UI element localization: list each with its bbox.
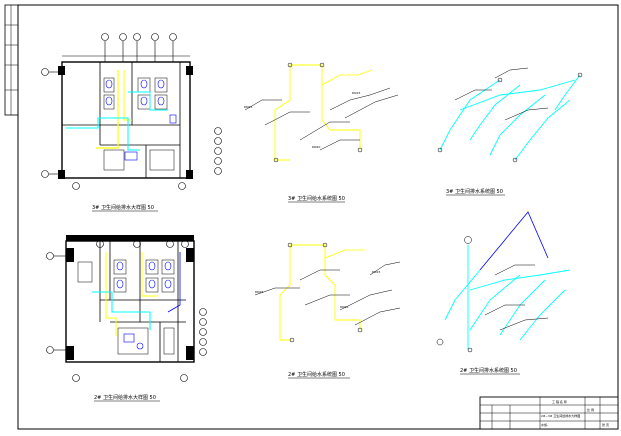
caption-axo-3-drain: 3# 卫生间排水系统图 50: [446, 188, 503, 195]
sheet-border: [17, 4, 619, 430]
svg-text:DN20: DN20: [340, 305, 348, 309]
caption-axo-2-supply: 2# 卫生间给水系统图 50: [288, 371, 345, 378]
svg-text:DN20: DN20: [312, 145, 320, 149]
caption-plan-3: 3# 卫生间给排水大样图 50: [92, 204, 154, 211]
title-block-page: 张 页: [602, 422, 609, 427]
title-block: 工 程 名 称 2#~3# 卫生间给排水大样图 比 例 水施- 张 页: [479, 396, 619, 430]
axo-supply-3: DN25 DN20 DN15 3# 卫生间给水系统图 50: [244, 62, 399, 203]
plan-3-toilet: 3# 卫生间给排水大样图 50: [41, 33, 222, 212]
svg-text:DN25: DN25: [255, 290, 263, 294]
caption-axo-3-supply: 3# 卫生间给水系统图 50: [288, 195, 345, 202]
title-block-header: 工 程 名 称: [552, 399, 567, 404]
caption-axo-2-drain: 2# 卫生间排水系统图 50: [460, 367, 517, 374]
axo-drain-2: 2# 卫生间排水系统图 50: [436, 211, 571, 375]
binding-strip: [4, 4, 19, 116]
caption-plan-2: 2# 卫生间给排水大样图 50: [94, 394, 156, 401]
plan-2-toilet: 2# 卫生间给排水大样图 50: [46, 235, 207, 402]
svg-text:DN15: DN15: [372, 270, 380, 274]
title-block-drawing-name: 2#~3# 卫生间给排水大样图: [541, 413, 580, 418]
svg-text:DN15: DN15: [352, 91, 360, 95]
svg-text:DN25: DN25: [244, 105, 252, 109]
title-block-drawing-no: 水施-: [541, 422, 548, 427]
title-block-scale: 比 例: [587, 407, 594, 412]
axo-drain-3: 3# 卫生间排水系统图 50: [437, 67, 583, 196]
axo-supply-2: DN25 DN20 DN15 2# 卫生间给水系统图 50: [254, 242, 401, 379]
